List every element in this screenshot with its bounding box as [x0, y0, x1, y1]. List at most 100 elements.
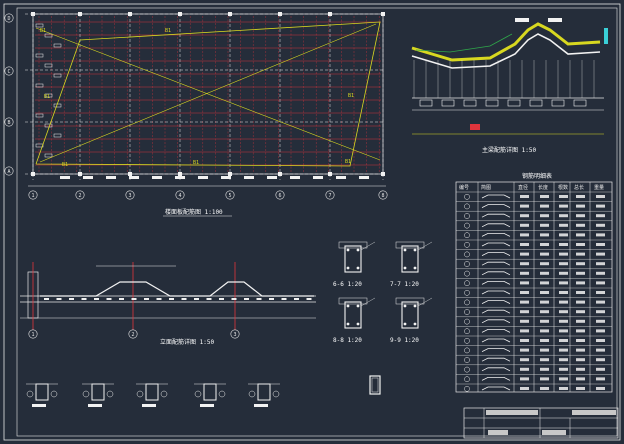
schedule-cell-value — [559, 252, 568, 256]
axis-number-circle — [378, 190, 388, 200]
section-title: 6-6 1:20 — [333, 281, 362, 288]
axis-number-circle — [175, 190, 185, 200]
dimension-tick — [221, 176, 231, 179]
schedule-rebar-shape — [481, 367, 511, 372]
elevation-rebar-mark — [219, 298, 224, 300]
schedule-rebar-shape — [481, 232, 511, 237]
detail-section-outline — [203, 383, 217, 401]
schedule-cell-value — [520, 243, 529, 246]
schedule-cell-value — [576, 223, 585, 227]
profile-details — [413, 18, 608, 107]
title-block-fill — [486, 410, 538, 415]
schedule-cell-value — [559, 195, 568, 198]
schedule-cell-value — [596, 233, 605, 237]
dimension-tick — [359, 176, 369, 179]
schedule-rebar-shape — [481, 309, 511, 314]
schedule-cell-value — [576, 377, 585, 381]
axis-letter-label: B — [7, 120, 10, 126]
schedule-cell-value — [559, 281, 568, 285]
profile-detail-box — [551, 99, 565, 107]
schedule-cell-value — [559, 310, 568, 314]
axis-number-circle — [225, 190, 235, 200]
schedule-rebar-shape — [481, 348, 511, 352]
elevation-rebar-mark — [306, 298, 312, 300]
schedule-cell-value — [540, 319, 549, 323]
section-bar — [413, 322, 417, 326]
detail-section-tag — [160, 390, 168, 398]
elevation-rebar-mark — [94, 298, 99, 300]
schedule-cell-value — [576, 271, 585, 275]
schedule-cell-value — [520, 281, 529, 285]
slab-label: B1 — [44, 94, 50, 100]
profile-detail-box — [529, 99, 543, 107]
dimension-tick — [336, 176, 346, 179]
elevation-rebar — [40, 281, 314, 297]
elevation-rebar-mark — [256, 298, 262, 300]
schedule-rebar-shape — [481, 280, 511, 285]
axis-number-label: 3 — [128, 193, 131, 199]
axis-number-circle — [275, 190, 285, 200]
section-title: 9-9 1:20 — [390, 337, 419, 344]
schedule-row-number — [464, 241, 470, 248]
detail-section-tag — [136, 390, 144, 398]
schedule-cell-value — [596, 223, 605, 227]
schedule-rebar-shape — [481, 319, 511, 324]
schedule-cell-value — [559, 223, 568, 227]
schedule-cell-value — [520, 387, 529, 390]
schedule-cell-value — [576, 262, 585, 266]
schedule-cell-value — [596, 339, 605, 342]
schedule-cell-value — [520, 358, 529, 362]
schedule-cell-value — [559, 291, 568, 294]
rebar-schedule: 钢筋明细表 编号 简图 直径 长度 根数 总长 重量 — [455, 172, 613, 393]
schedule-rebar-shape — [481, 357, 511, 362]
schedule-rebar-shape — [481, 242, 511, 247]
schedule-cell-value — [520, 271, 529, 275]
schedule-cell-value — [559, 319, 568, 323]
schedule-rebar-shape — [481, 213, 511, 218]
schedule-row-number — [464, 337, 470, 344]
plan-detail-mark — [53, 133, 62, 138]
dimension-tick — [313, 176, 323, 179]
schedule-cell-value — [540, 348, 549, 352]
plan-detail-mark — [35, 143, 44, 148]
schedule-cell-value — [596, 377, 605, 381]
section-outline — [344, 245, 362, 273]
section-bar — [403, 322, 407, 326]
elevation-rebar-mark — [169, 298, 174, 300]
elevation-rebar-mark — [156, 298, 162, 300]
slab-label: B1 — [193, 160, 199, 166]
title-block-frame — [463, 407, 619, 439]
schedule-cell-value — [576, 310, 585, 314]
section-bar — [346, 322, 350, 326]
plan-detail-mark — [53, 73, 62, 78]
profile-label-box — [548, 18, 562, 22]
schedule-row-number — [464, 309, 470, 315]
schedule-cell-value — [520, 214, 529, 218]
slab-label: B1 — [165, 28, 171, 34]
section-outline — [401, 301, 419, 329]
axis-number-label: 7 — [328, 193, 331, 199]
schedule-cell-value — [520, 367, 529, 371]
elevation-rebar-mark — [81, 298, 87, 300]
schedule-cell-value — [559, 271, 568, 275]
schedule-cell-value — [559, 262, 568, 266]
elevation-rebar-mark — [181, 298, 187, 300]
detail-section-tag — [218, 390, 226, 398]
section-bar — [356, 304, 360, 308]
plan-detail-mark — [35, 83, 44, 88]
elevation-axis-circle — [28, 329, 38, 339]
detail-section-tag — [106, 390, 114, 398]
schedule-cell-value — [596, 387, 605, 390]
schedule-cell-value — [596, 252, 605, 256]
plan-detail-mark — [44, 63, 53, 68]
schedule-rebar-shape — [481, 261, 511, 266]
profile-green-line — [415, 33, 513, 53]
schedule-rebar-shape — [481, 252, 511, 256]
schedule-cell-value — [540, 262, 549, 266]
schedule-cell-value — [576, 204, 585, 208]
elevation-axis-circle — [128, 329, 138, 339]
